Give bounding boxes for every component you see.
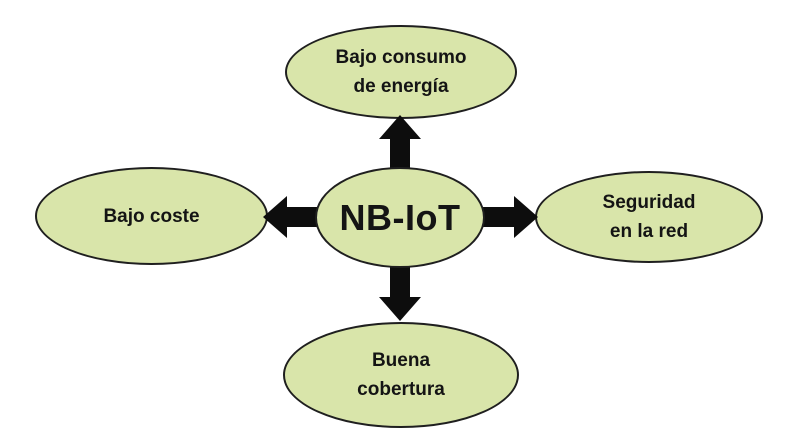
ellipse-node-center: NB-IoT [315,167,485,268]
node-label: Bajo consumo [335,47,467,68]
arrow-up-icon [378,115,422,170]
ellipse-node-coverage: Buena cobertura [283,322,519,428]
arrow-down-icon [378,266,422,321]
ellipse-node-energy: Bajo consumo de energía [285,25,517,119]
node-label: Bajo coste [103,205,200,227]
arrow-left-icon [263,195,318,239]
node-label: de energía [353,76,449,97]
node-label: Seguridad [602,192,696,213]
node-label: Buena [371,350,431,371]
center-node-label: NB-IoT [339,196,461,238]
arrow-right-icon [483,195,538,239]
ellipse-node-cost: Bajo coste [35,167,268,265]
ellipse-node-security: Seguridad en la red [535,171,763,263]
node-label: en la red [609,221,689,242]
node-label: cobertura [357,379,445,400]
